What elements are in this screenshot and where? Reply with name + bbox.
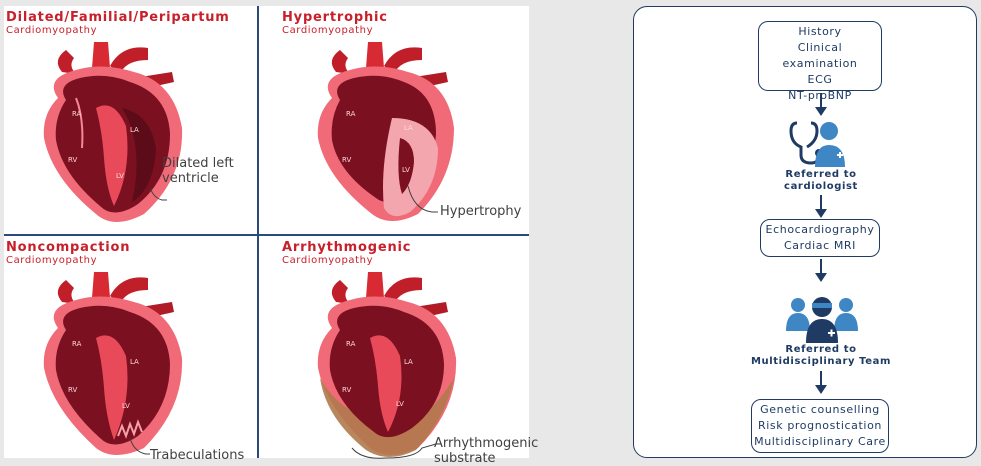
imaging-echo: Echocardiography [761, 222, 879, 238]
referred-cardiologist-label: Referred to cardiologist [764, 169, 878, 193]
chamber-label-rv: RV [342, 156, 351, 164]
cardiomyopathy-grid: Dilated/Familial/Peripartum Cardiomyopat… [4, 6, 529, 458]
multidisciplinary-team-icon [784, 291, 860, 343]
panel-dilated: Dilated/Familial/Peripartum Cardiomyopat… [4, 6, 254, 232]
panel-title: Noncompaction [6, 240, 130, 255]
assessment-exam: Clinical examination [759, 40, 881, 72]
panel-subtitle: Cardiomyopathy [282, 255, 373, 266]
chamber-label-ra: RA [72, 110, 82, 118]
imaging-box: Echocardiography Cardiac MRI [760, 219, 880, 257]
grid-divider-vertical [257, 6, 259, 458]
followup-genetic: Genetic counselling [752, 402, 888, 418]
panel-title: Dilated/Familial/Peripartum [6, 10, 230, 25]
heart-illustration-dilated: RA LA RV LV [22, 38, 197, 228]
followup-care: Multidisciplinary Care [752, 434, 888, 450]
chamber-label-lv: LV [402, 166, 410, 174]
heart-illustration-hypertrophic: RA LA RV LV [296, 38, 471, 228]
arrow-down-icon [814, 195, 828, 219]
chamber-label-rv: RV [68, 156, 77, 164]
chamber-label-rv: RV [68, 386, 77, 394]
chamber-label-ra: RA [346, 340, 356, 348]
chamber-label-la: LA [130, 358, 139, 366]
chamber-label-la: LA [404, 124, 413, 132]
panel-title: Hypertrophic [282, 10, 388, 25]
arrow-down-icon [814, 371, 828, 395]
cardiologist-icon [789, 117, 849, 167]
panel-subtitle: Cardiomyopathy [6, 25, 97, 36]
imaging-mri: Cardiac MRI [761, 238, 879, 254]
panel-arrhythmogenic: Arrhythmogenic Cardiomyopathy RA LA RV L… [280, 236, 530, 462]
initial-assessment-box: History Clinical examination ECG NT-proB… [758, 21, 882, 91]
chamber-label-la: LA [404, 358, 413, 366]
chamber-label-la: LA [130, 126, 139, 134]
panel-subtitle: Cardiomyopathy [282, 25, 373, 36]
callout-hypertrophic: Hypertrophy [440, 204, 521, 219]
referred-mdt-label: Referred to Multidisciplinary Team [734, 344, 908, 368]
arrow-down-icon [814, 259, 828, 283]
callout-noncompaction: Trabeculations [150, 448, 244, 463]
chamber-label-ra: RA [72, 340, 82, 348]
heart-illustration-arrhythmogenic: RA LA RV LV [296, 268, 471, 460]
chamber-label-lv: LV [116, 172, 124, 180]
heart-illustration-noncompaction: RA LA RV LV [22, 268, 197, 460]
followup-box: Genetic counselling Risk prognostication… [751, 399, 889, 453]
arrow-down-icon [814, 93, 828, 117]
chamber-label-lv: LV [122, 402, 130, 410]
chamber-label-ra: RA [346, 110, 356, 118]
assessment-ecg: ECG [759, 72, 881, 88]
callout-dilated: Dilated left ventricle [162, 156, 234, 186]
panel-subtitle: Cardiomyopathy [6, 255, 97, 266]
panel-title: Arrhythmogenic [282, 240, 411, 255]
chamber-label-rv: RV [342, 386, 351, 394]
assessment-history: History [759, 24, 881, 40]
panel-noncompaction: Noncompaction Cardiomyopathy RA LA RV LV… [4, 236, 254, 462]
diagnostic-pathway: History Clinical examination ECG NT-proB… [633, 6, 977, 458]
chamber-label-lv: LV [396, 400, 404, 408]
followup-risk: Risk prognostication [752, 418, 888, 434]
panel-hypertrophic: Hypertrophic Cardiomyopathy RA LA RV LV … [280, 6, 530, 232]
